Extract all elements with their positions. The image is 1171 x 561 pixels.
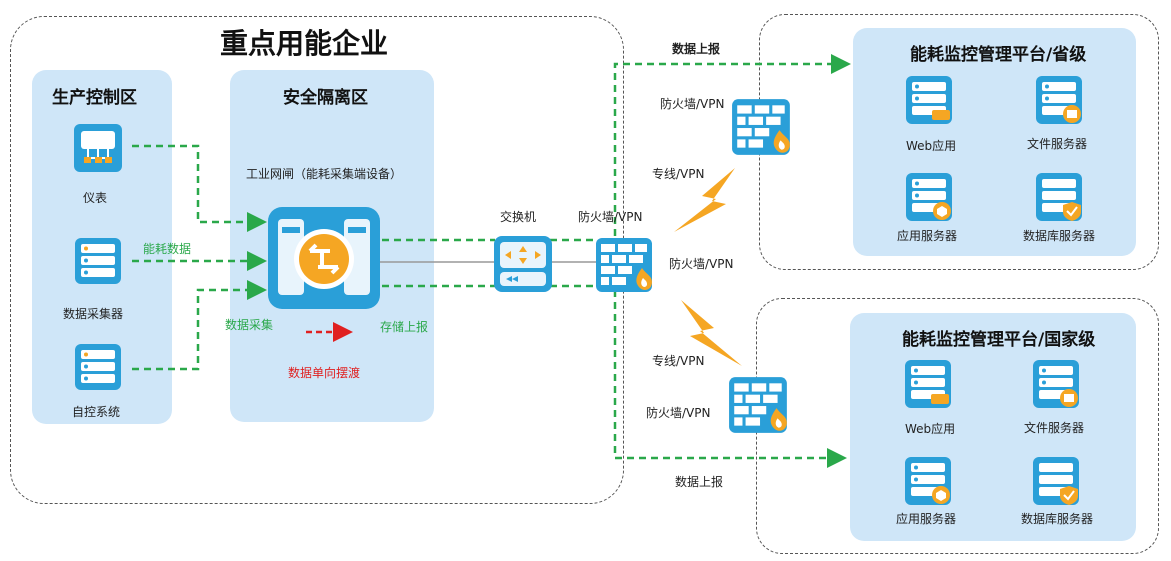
meter-label: 仪表 xyxy=(83,191,108,205)
gateway-icon xyxy=(268,207,380,309)
collector-server-icon xyxy=(75,238,121,284)
production-zone-title: 生产控制区 xyxy=(52,88,137,108)
collector-label: 数据采集器 xyxy=(63,307,124,321)
firewall-main-icon xyxy=(596,238,652,292)
nat-file-server-icon xyxy=(1033,360,1079,408)
dedicated-top-label: 专线/VPN xyxy=(652,167,705,181)
switch-label: 交换机 xyxy=(500,210,537,224)
prov-db-server-icon xyxy=(1036,173,1082,221)
lightning-bottom-icon xyxy=(681,300,742,366)
nat-file-label: 文件服务器 xyxy=(1024,421,1085,435)
data-collect-label: 数据采集 xyxy=(225,318,274,332)
firewall-top-icon xyxy=(732,99,790,155)
flow-meter-to-gateway xyxy=(132,144,267,232)
one-way-label: 数据单向摆渡 xyxy=(288,366,361,380)
flow-report-to-national xyxy=(613,290,847,468)
switch-icon xyxy=(494,236,552,292)
enterprise-title: 重点用能企业 xyxy=(220,27,389,60)
provincial-platform-title: 能耗监控管理平台/省级 xyxy=(910,45,1087,65)
nat-web-server-icon xyxy=(905,360,951,408)
flow-report-to-provincial xyxy=(613,54,851,236)
firewall-main-label: 防火墙/VPN xyxy=(578,210,643,224)
lightning-top-icon xyxy=(674,168,735,232)
energy-data-label: 能耗数据 xyxy=(143,242,192,256)
nat-db-server-icon xyxy=(1033,457,1079,505)
firewall-top-label: 防火墙/VPN xyxy=(660,97,725,111)
meter-icon xyxy=(74,124,122,172)
store-report-label: 存储上报 xyxy=(380,320,429,334)
national-platform-title: 能耗监控管理平台/国家级 xyxy=(902,330,1096,350)
prov-app-label: 应用服务器 xyxy=(897,229,958,243)
prov-app-server-icon xyxy=(906,173,952,221)
control-system-label: 自控系统 xyxy=(72,405,121,419)
prov-web-server-icon xyxy=(906,76,952,124)
report-top-label: 数据上报 xyxy=(672,42,721,56)
gateway-label: 工业网闸（能耗采集端设备） xyxy=(246,167,403,181)
prov-db-label: 数据库服务器 xyxy=(1023,229,1096,243)
firewall-mid-label: 防火墙/VPN xyxy=(669,257,734,271)
national-platform-panel xyxy=(850,313,1136,541)
nat-app-label: 应用服务器 xyxy=(896,512,957,526)
dedicated-bottom-label: 专线/VPN xyxy=(652,354,705,368)
firewall-bottom-label: 防火墙/VPN xyxy=(646,406,711,420)
nat-web-label: Web应用 xyxy=(905,422,956,436)
prov-file-server-icon xyxy=(1036,76,1082,124)
security-zone-title: 安全隔离区 xyxy=(283,88,368,108)
prov-web-label: Web应用 xyxy=(906,139,957,153)
control-system-server-icon xyxy=(75,344,121,390)
firewall-bottom-icon xyxy=(729,377,787,433)
report-bottom-label: 数据上报 xyxy=(675,475,724,489)
nat-app-server-icon xyxy=(905,457,951,505)
nat-db-label: 数据库服务器 xyxy=(1021,512,1094,526)
prov-file-label: 文件服务器 xyxy=(1027,137,1088,151)
provincial-platform-panel xyxy=(853,28,1136,256)
